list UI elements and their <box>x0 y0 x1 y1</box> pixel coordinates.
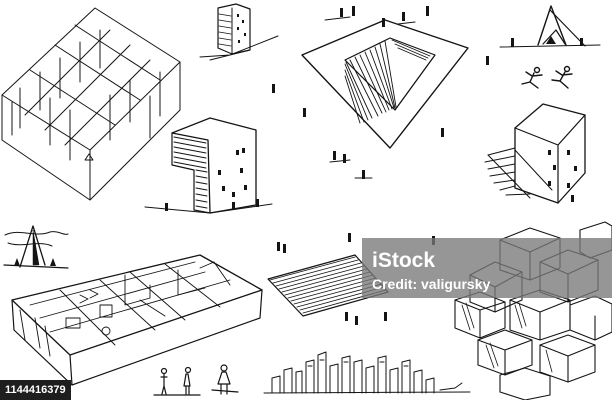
standing-figures-sketch <box>153 364 239 396</box>
watermark-panel <box>362 238 612 298</box>
running-figures-sketch <box>521 65 573 89</box>
apartment-floor-plan-sketch <box>11 254 263 386</box>
stock-id-badge: 1144416379 <box>0 380 71 400</box>
tilted-cube-building-sketch <box>484 103 586 204</box>
square-pit-sketch <box>272 6 489 179</box>
narrow-tower-sketch <box>199 3 279 61</box>
tent-with-figures-sketch <box>499 5 601 48</box>
istock-logo: iStock <box>372 249 436 272</box>
building-with-cantilever-sketch <box>144 117 273 214</box>
watermark: iStock Credit: valigursky <box>372 250 490 291</box>
landscape-with-triangle-sketch <box>3 225 69 269</box>
watermark-credit: Credit: valigursky <box>372 276 491 292</box>
maze-floor-plan-sketch <box>1 7 181 201</box>
city-skyline-sketch <box>263 351 471 394</box>
